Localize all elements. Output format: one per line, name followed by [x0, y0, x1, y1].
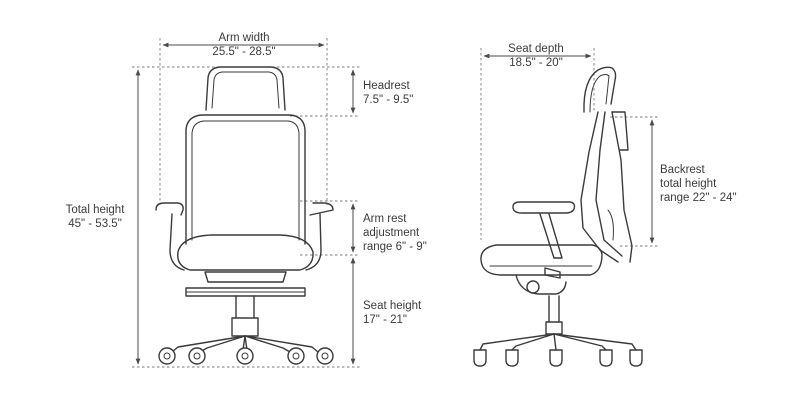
front-dimension-guides	[132, 38, 360, 368]
total-height-title: Total height	[65, 204, 125, 216]
backrest-line-2: total height	[660, 178, 717, 190]
backrest-line-1: Backrest	[660, 164, 705, 176]
arm-rest-line-2: adjustment	[363, 227, 420, 239]
total-height-value: 45" - 53.5"	[68, 218, 122, 230]
backrest-line-3: range 22" - 24"	[660, 192, 737, 204]
seat-height-title: Seat height	[363, 300, 422, 312]
front-view-chair	[155, 66, 334, 365]
headrest-value: 7.5" - 9.5"	[363, 94, 414, 106]
seat-depth-value: 18.5" - 20"	[509, 57, 563, 69]
seat-depth-title: Seat depth	[508, 43, 564, 55]
arm-width-title: Arm width	[218, 32, 270, 44]
arm-rest-line-1: Arm rest	[363, 213, 407, 225]
headrest-title: Headrest	[363, 80, 410, 92]
side-view-chair	[473, 66, 643, 367]
arm-rest-label: Arm rest adjustment range 6" - 9"	[363, 212, 427, 254]
side-dimension-guides	[480, 48, 660, 247]
backrest-label: Backrest total height range 22" - 24"	[660, 163, 737, 205]
arm-rest-line-3: range 6" - 9"	[363, 241, 427, 253]
headrest-label: Headrest 7.5" - 9.5"	[363, 79, 413, 107]
total-height-label: Total height 45" - 53.5"	[58, 203, 132, 231]
arm-width-value: 25.5" - 28.5"	[212, 46, 276, 58]
seat-height-label: Seat height 17" - 21"	[363, 299, 421, 327]
seat-depth-label: Seat depth 18.5" - 20"	[496, 42, 576, 70]
arm-width-label: Arm width 25.5" - 28.5"	[200, 31, 288, 59]
seat-height-value: 17" - 21"	[363, 314, 407, 326]
